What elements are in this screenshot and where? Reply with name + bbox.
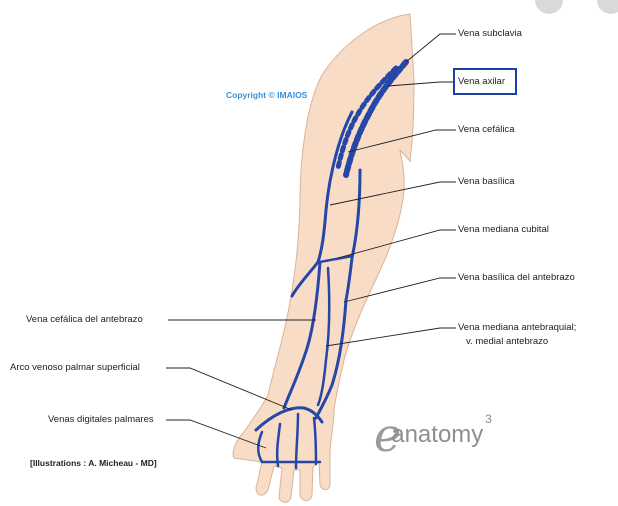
- copyright-text: Copyright © IMAIOS: [226, 90, 307, 100]
- label-vena-mediana-antebraquial: Vena mediana antebraquial;: [458, 322, 576, 334]
- label-vena-subclavia: Vena subclavia: [458, 28, 522, 40]
- label-arco-venoso: Arco venoso palmar superficial: [10, 362, 140, 374]
- label-vena-cefalica: Vena cefálica: [458, 124, 515, 136]
- label-vena-medial-antebrazo: v. medial antebrazo: [466, 336, 548, 348]
- corner-circle-left: [535, 0, 563, 14]
- illustration-credit: [Illustrations : A. Micheau - MD]: [30, 458, 157, 468]
- label-vena-mediana-cubital: Vena mediana cubital: [458, 224, 549, 236]
- corner-circle-right: [597, 0, 618, 14]
- eanatomy-logo: eanatomy3: [374, 408, 492, 462]
- label-venas-digitales: Venas digitales palmares: [48, 414, 154, 426]
- label-vena-basilica: Vena basílica: [458, 176, 515, 188]
- label-vena-axilar: Vena axilar: [458, 76, 505, 88]
- label-vena-basilica-antebrazo: Vena basílica del antebrazo: [458, 272, 575, 284]
- logo-superscript: 3: [485, 412, 492, 426]
- label-vena-cefalica-antebrazo: Vena cefálica del antebrazo: [26, 314, 143, 326]
- logo-word: anatomy: [391, 421, 483, 448]
- leader-subclavia: [406, 34, 456, 62]
